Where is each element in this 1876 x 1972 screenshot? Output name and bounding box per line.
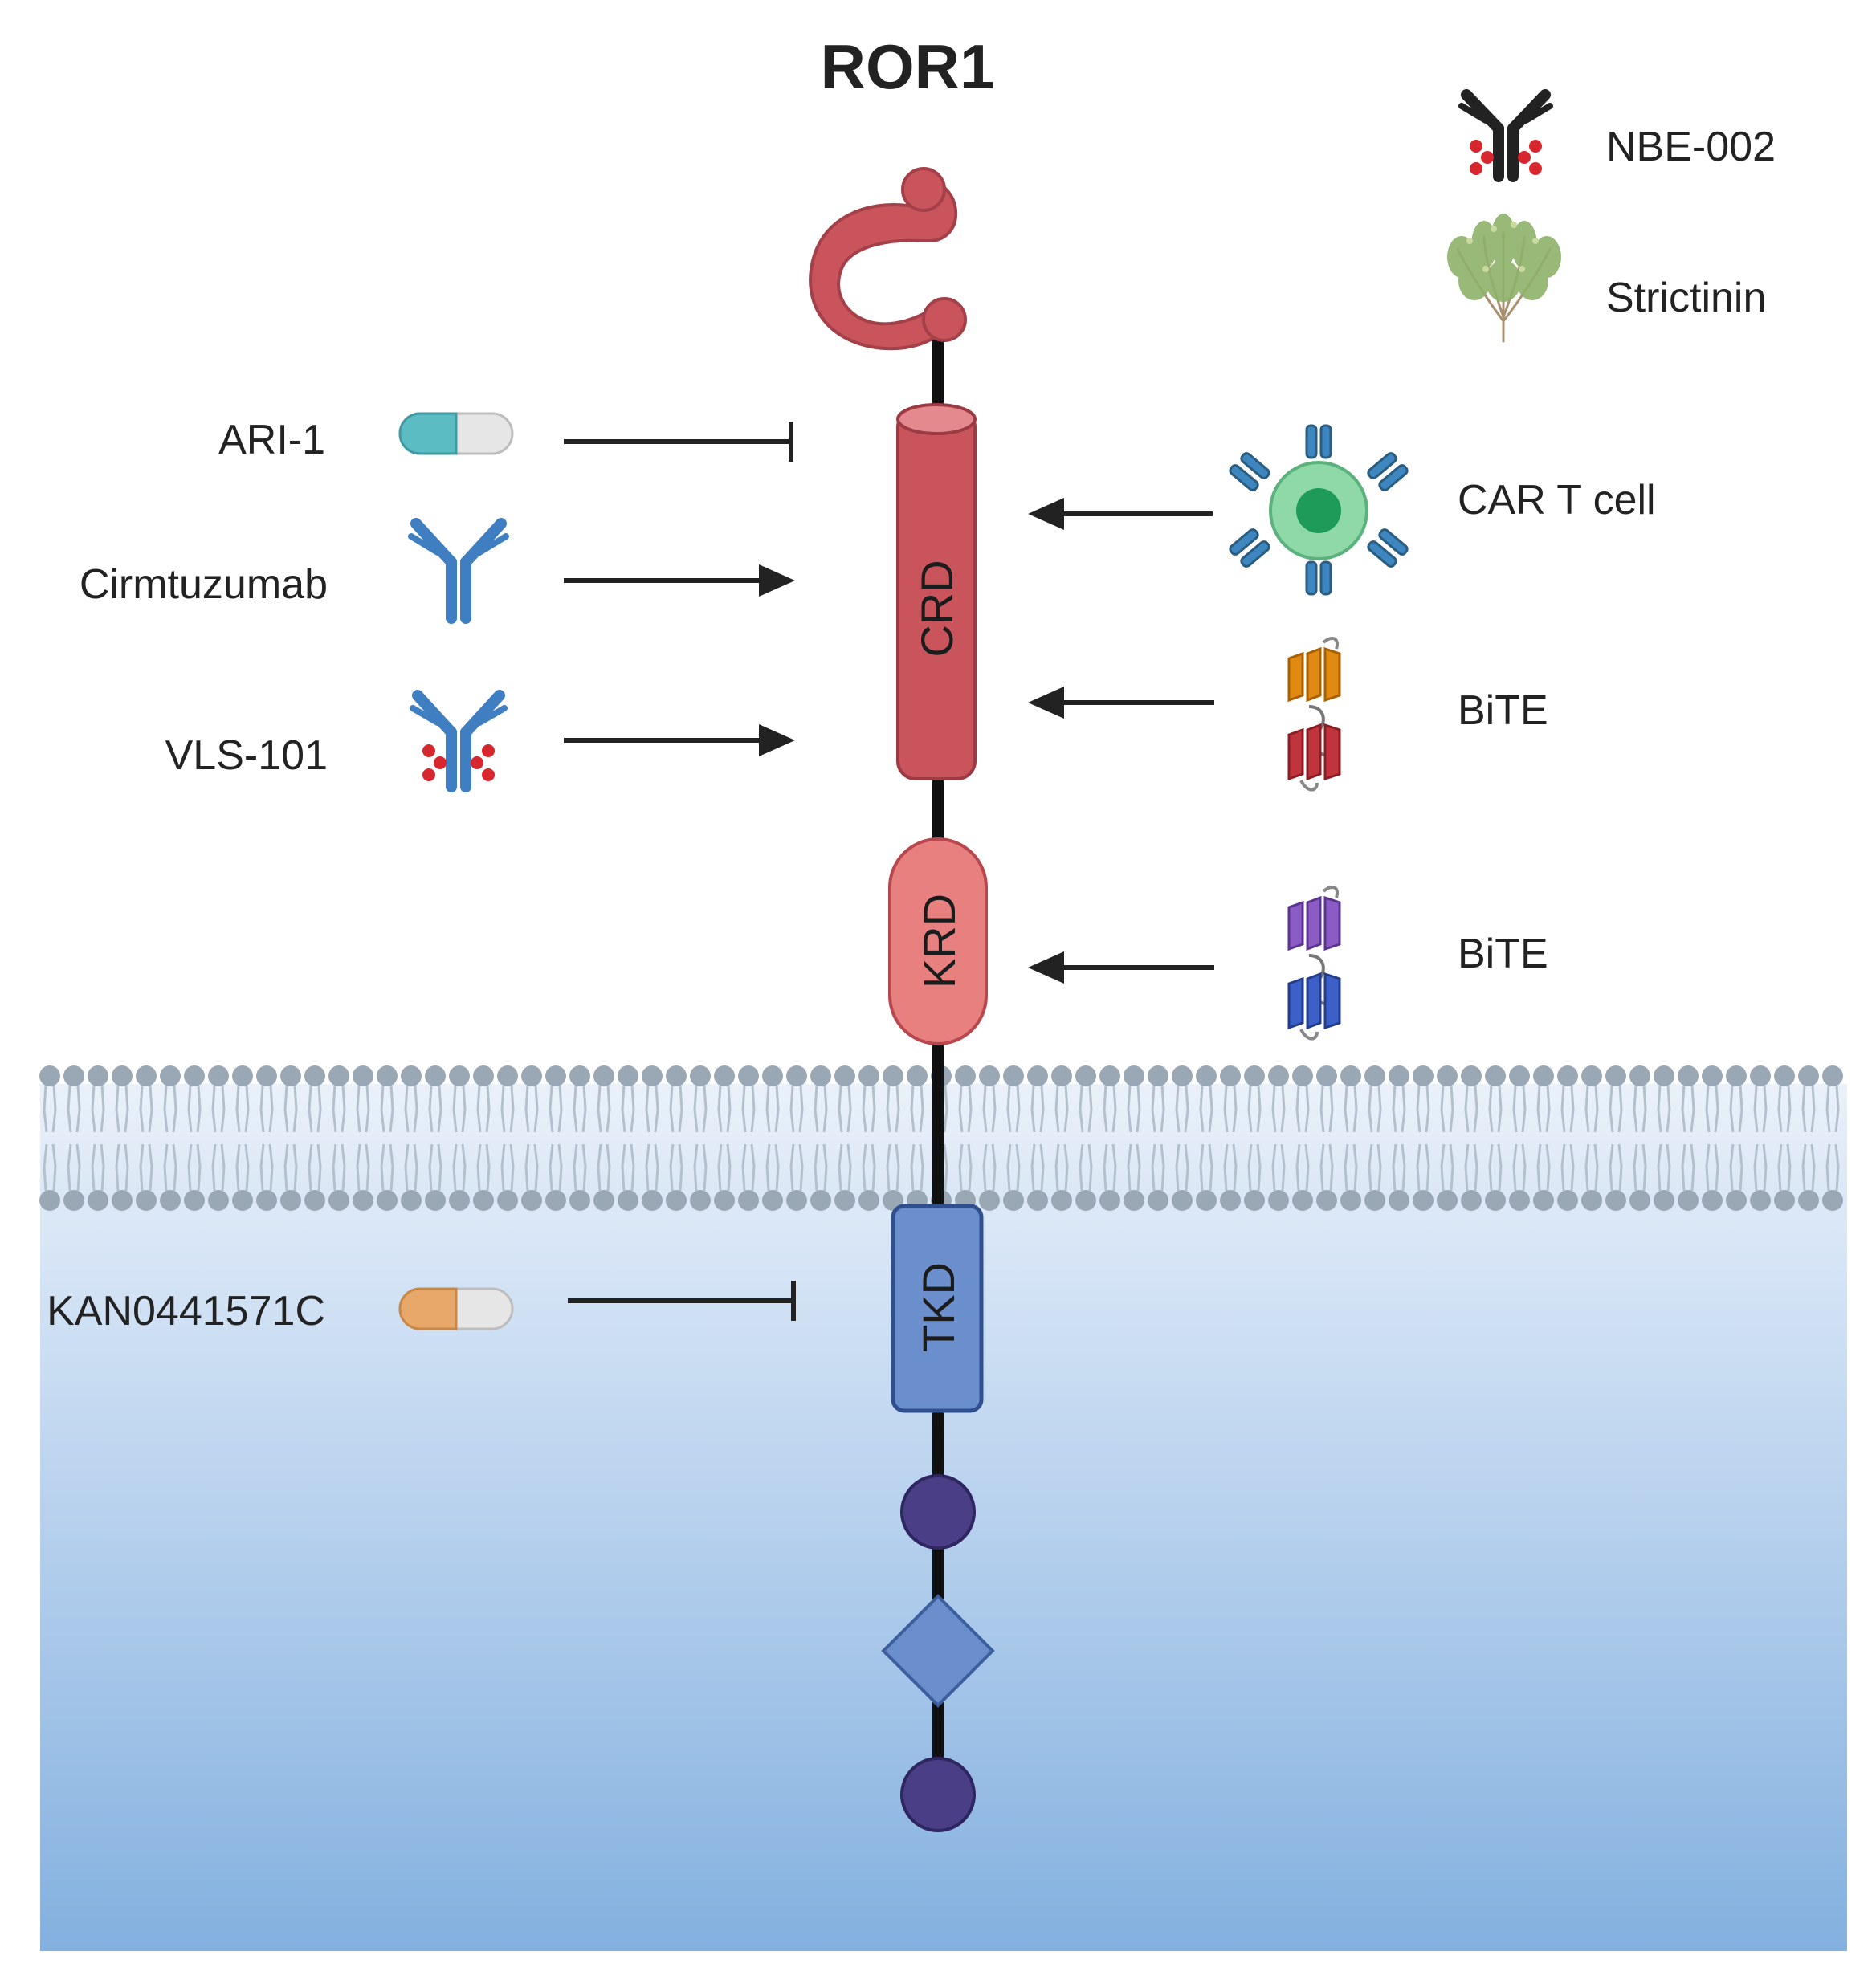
adc-antibody-icon xyxy=(410,690,508,792)
crd-domain: CRD xyxy=(896,403,977,780)
car-t-cell-icon xyxy=(1229,424,1409,596)
intracellular-motif-1 xyxy=(900,1474,976,1550)
agent-label-vls101: VLS-101 xyxy=(165,732,328,779)
target-arrow-car-t xyxy=(1028,498,1213,530)
agent-label-bite-2: BiTE xyxy=(1458,931,1548,977)
target-arrow-bite-krd xyxy=(1028,951,1214,984)
adc-antibody-icon xyxy=(1458,89,1553,182)
capsule-icon xyxy=(398,1287,514,1330)
agent-label-cirmtuzumab: Cirmtuzumab xyxy=(80,561,328,608)
target-arrow-bite-crd xyxy=(1028,687,1214,719)
agent-label-bite-1: BiTE xyxy=(1458,687,1548,734)
intracellular-motif-2 xyxy=(881,1594,995,1708)
target-arrow-vls101 xyxy=(564,724,795,756)
antibody-icon xyxy=(408,518,509,624)
krd-domain: KRD xyxy=(888,837,988,1045)
diagram-title: ROR1 xyxy=(821,31,995,102)
legend-label-strictinin: Strictinin xyxy=(1606,275,1766,321)
tkd-domain: TKD xyxy=(891,1204,984,1413)
target-arrow-cirmtuzumab xyxy=(564,564,795,597)
bite-icon xyxy=(1287,885,1341,1041)
crd-label: CRD xyxy=(911,560,962,657)
intracellular-motif-3 xyxy=(900,1757,976,1832)
receptor-hook-domain-shape xyxy=(809,167,967,351)
agent-label-ari1: ARI-1 xyxy=(218,417,325,463)
capsule-icon xyxy=(398,412,514,455)
inhibition-arrow-kan0441571c xyxy=(568,1281,796,1321)
agent-label-kan0441571c: KAN0441571C xyxy=(47,1288,325,1334)
krd-label: KRD xyxy=(914,894,965,988)
tkd-label: TKD xyxy=(913,1262,964,1352)
agent-label-car-t: CAR T cell xyxy=(1458,477,1656,524)
inhibition-arrow-ari1 xyxy=(564,422,793,462)
plant-icon xyxy=(1447,214,1561,343)
bite-icon xyxy=(1287,636,1341,792)
legend-label-nbe002: NBE-002 xyxy=(1606,124,1776,170)
